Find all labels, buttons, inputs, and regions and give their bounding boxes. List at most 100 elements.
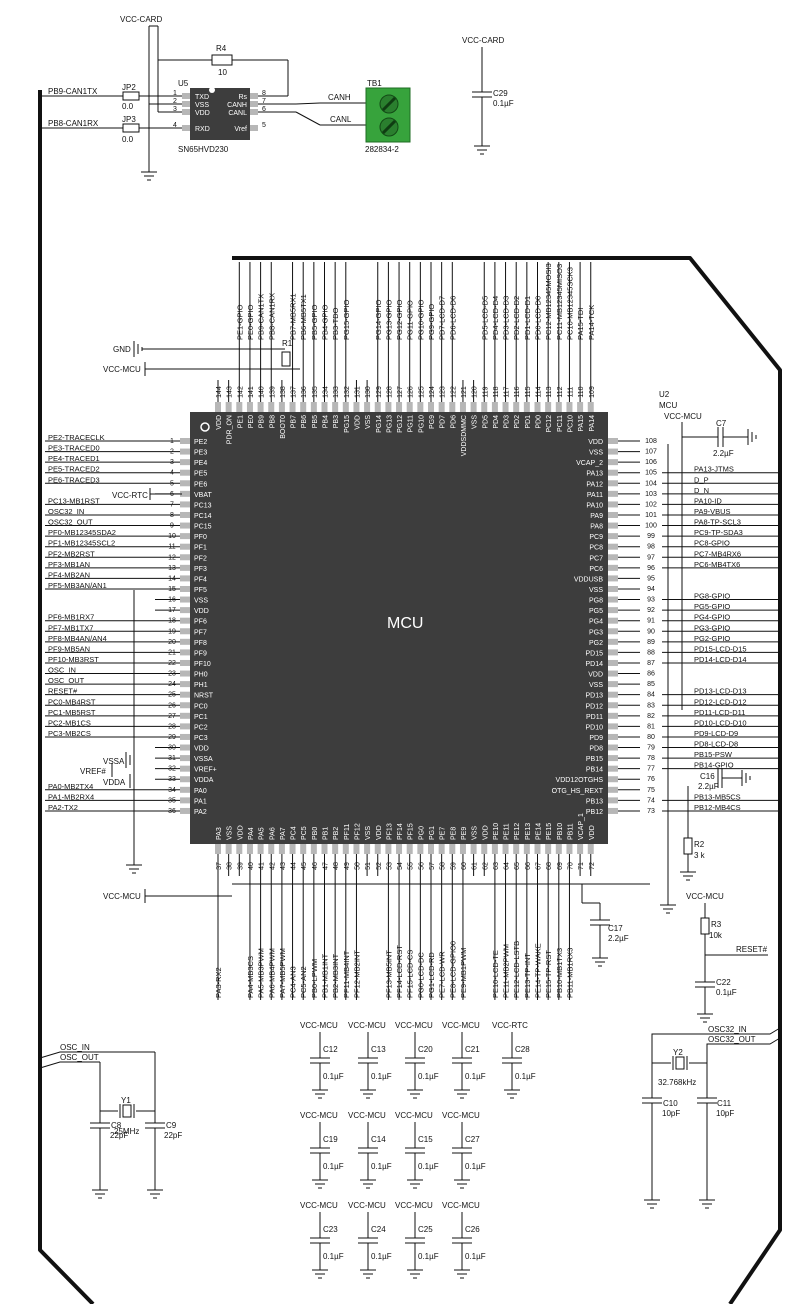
mcu-pin <box>587 844 594 854</box>
mcu-pin <box>555 844 562 854</box>
mcu-pin <box>608 807 618 814</box>
c22-value: 0.1µF <box>716 988 737 997</box>
net-label: PB6-MB5TX1 <box>299 294 308 340</box>
osc-out-label: OSC_OUT <box>60 1053 99 1062</box>
mcu-pin-number: 41 <box>259 862 266 870</box>
mcu-pin-number: 94 <box>647 586 655 593</box>
u5-chip <box>190 88 250 140</box>
cap-supply: VCC-MCU <box>348 1201 386 1210</box>
net-label: PF11-MB4INT <box>342 950 351 998</box>
mcu-pin <box>608 681 618 688</box>
mcu-pin <box>523 402 530 412</box>
mcu-pin <box>215 402 221 412</box>
mcu-pin <box>180 480 190 487</box>
mcu-pin-number: 108 <box>645 438 657 445</box>
vcc-mcu-bottom-label: VCC-MCU <box>103 892 141 901</box>
mcu-pin-number: 110 <box>578 386 585 397</box>
net-label: PD13-LCD-D13 <box>694 687 747 696</box>
mcu-pin <box>491 402 498 412</box>
mcu-pin <box>502 844 509 854</box>
net-label: PE7-LCD-WR <box>438 951 447 998</box>
mcu-pin-name: BOOT0 <box>280 415 287 439</box>
mcu-pin-name: VDD <box>376 825 383 840</box>
mcu-pin-name: PD8 <box>589 746 603 753</box>
mcu-pin <box>180 797 190 804</box>
net-label: PF9-MB5AN <box>48 644 90 653</box>
mcu-pin-name: PA1 <box>194 798 207 805</box>
u5-pin-number: 8 <box>262 90 266 97</box>
net-label: PB15-PSW <box>694 750 733 759</box>
mcu-pin-name: VSS <box>472 415 479 429</box>
oscillator-section: OSC_IN OSC_OUT Y1 25MHz C8 22pF C9 22pF <box>39 1025 781 1209</box>
net-label: PD2-LCD-D2 <box>512 296 521 340</box>
mcu-pin <box>608 522 618 529</box>
mcu-pin-number: 133 <box>333 386 340 398</box>
mcu-pin <box>428 844 434 854</box>
mcu-pin-name: PE15 <box>546 823 553 840</box>
net-label: PF15-LCD-CS <box>406 950 415 998</box>
cap-value: 0.1µF <box>465 1162 486 1171</box>
mcu-pin <box>180 659 190 666</box>
mcu-pin <box>180 469 190 476</box>
mcu-pin <box>608 501 618 508</box>
mcu-pin <box>577 844 584 854</box>
c8-name: C8 <box>111 1121 122 1130</box>
net-label: PG11-GPIO <box>406 300 415 340</box>
mcu-pin-name: PE8 <box>450 827 457 840</box>
cap-name: C24 <box>371 1225 386 1234</box>
mcu-pin <box>180 575 190 582</box>
mcu-pin-name: PD12 <box>585 703 603 710</box>
net-label: PA2-TX2 <box>48 803 78 812</box>
u5-pin-number: 4 <box>173 122 177 129</box>
cap-name: C26 <box>465 1225 480 1234</box>
net-label: PC5-AN2 <box>299 966 308 998</box>
net-label: PG14-GPIO <box>374 299 383 340</box>
mcu-pin-number: 67 <box>536 862 543 870</box>
ground-icon <box>125 752 135 768</box>
mcu-pin-name: VSS <box>589 682 603 689</box>
cap-value: 0.1µF <box>418 1252 439 1261</box>
mcu-pin-name: PD15 <box>585 650 603 657</box>
ground-icon <box>312 1269 328 1279</box>
mcu-pin <box>215 844 221 854</box>
net-label: PE9-MB1PWM <box>459 948 468 998</box>
net-label: PE13-TP-INT <box>523 953 532 998</box>
u5-pin-number: 6 <box>262 106 266 113</box>
mcu-pin-name: PF7 <box>194 629 207 636</box>
u5-pin-number: 7 <box>262 98 266 105</box>
cap-value: 0.1µF <box>465 1072 486 1081</box>
mcu-pin-name: PD10 <box>585 724 603 731</box>
mcu-pin <box>236 844 243 854</box>
mcu-pin-name: PD7 <box>440 415 447 429</box>
mcu-pin-name: PD9 <box>589 735 603 742</box>
cap-value: 0.1µF <box>323 1162 344 1171</box>
cap-value: 0.1µF <box>323 1252 344 1261</box>
u5-pin-number: 2 <box>173 98 177 105</box>
cap-name: C12 <box>323 1045 338 1054</box>
mcu-pin <box>180 438 190 444</box>
canh-label: CANH <box>328 93 351 102</box>
mcu-pin <box>608 617 618 624</box>
net-label: PB2-MB3INT <box>331 953 340 998</box>
mcu-pin <box>310 402 317 412</box>
net-label: PF7-MB1TX7 <box>48 623 93 632</box>
cap-value: 0.1µF <box>418 1072 439 1081</box>
mcu-pin-number: 141 <box>248 386 255 398</box>
jp2-jumper <box>122 91 140 101</box>
mcu-pin <box>566 844 573 854</box>
ground-icon <box>747 429 757 445</box>
c11-value: 10pF <box>716 1109 734 1118</box>
osc-in-label: OSC_IN <box>60 1043 90 1052</box>
mcu-pin-name: PE12 <box>514 823 521 840</box>
net-label: PA4-MB3CS <box>246 956 255 998</box>
net-label: PC6-MB4TX6 <box>694 560 740 569</box>
c17-name: C17 <box>608 924 623 933</box>
mcu-pin <box>438 402 445 412</box>
mcu-pin-number: 119 <box>482 386 489 397</box>
mcu-pin-number: 49 <box>344 862 351 870</box>
